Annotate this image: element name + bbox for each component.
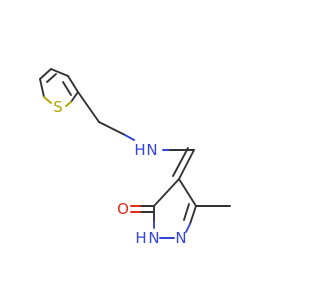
bond-n1-c5-blue [185,223,191,233]
bond-c5-n1-double [183,203,190,221]
bond-ch2-n [98,121,126,136]
bond-c4-c5 [178,178,197,207]
bond-s-c2 [65,101,72,107]
bond-ch-c4-double [172,147,189,177]
bond-c3-s [39,78,45,98]
structure-drawing: S H N O N N H [39,68,231,247]
amine-n-label: N [146,141,157,159]
bond-c5-n1 [189,205,197,225]
bond-c2-s [70,91,79,103]
ring-nh-n-label: N [148,229,159,247]
bond-c5-c2-double [62,81,72,96]
amine-h-label: H [134,141,145,159]
bond-c4-c3 [153,178,180,207]
bond-c5-c2 [67,75,79,93]
bond-c2-ch2 [77,91,100,123]
bond-c4-c5 [50,68,69,77]
pyrazolone-ring [153,178,197,239]
bond-s-c3 [43,96,52,104]
thiophene-ring [39,68,79,107]
molecule-canvas: S H N O N N H [39,68,231,247]
bond-ch-c4 [178,149,195,180]
sulfur-label: S [53,98,63,116]
ring-n-label: N [175,229,186,247]
bond-c3-c4 [39,68,52,80]
ring-nh-h-label: H [135,229,146,247]
bond-ch2-n-blue [124,134,135,141]
oxygen-label: O [117,200,129,218]
bond-c3-c4-double [46,73,57,83]
